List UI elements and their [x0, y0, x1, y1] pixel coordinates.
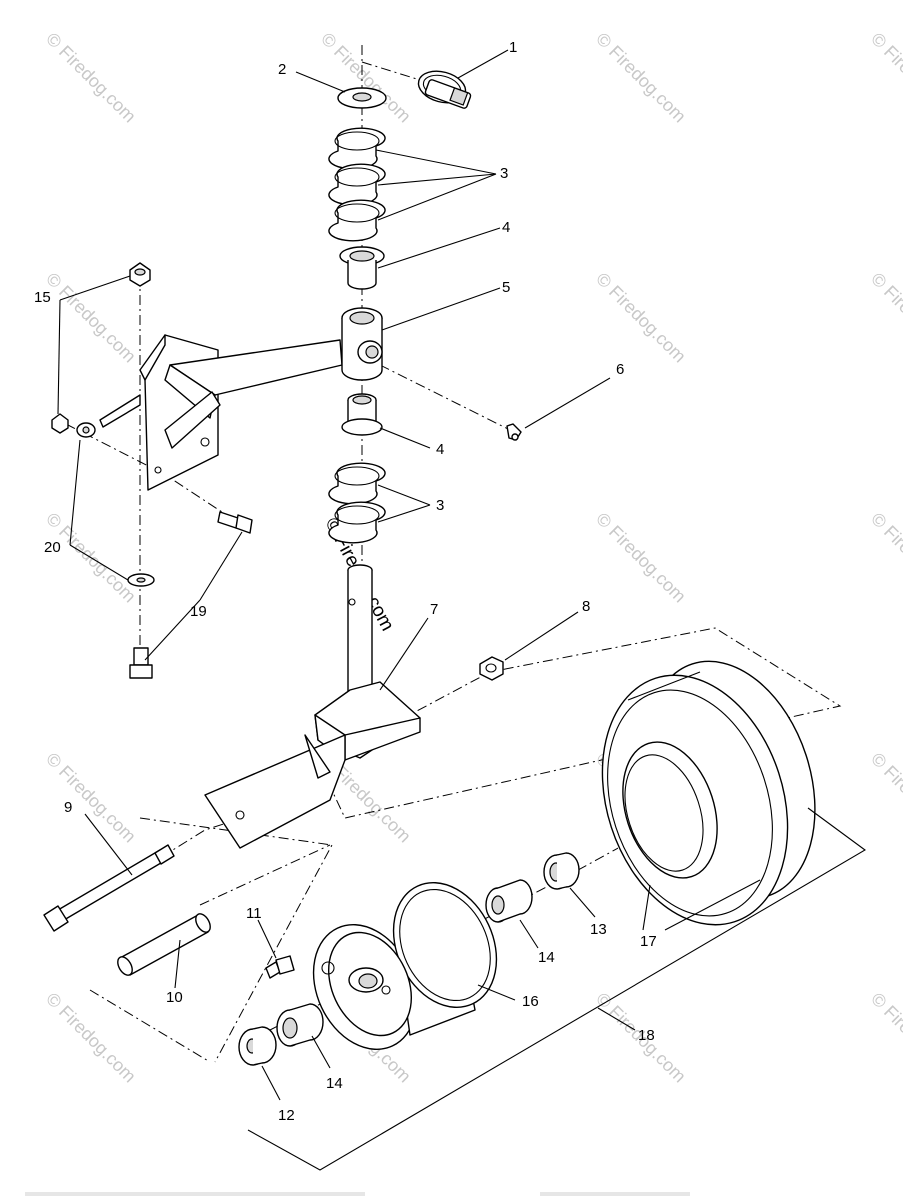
part-spacer-clips-lower: [328, 462, 386, 544]
callout-20: 20: [44, 539, 61, 556]
part-spacer-clips-upper: [328, 127, 386, 242]
callout-3-lower: 3: [436, 497, 444, 514]
callout-14-lower: 14: [326, 1075, 343, 1092]
watermark: © Firedog.com: [42, 269, 140, 367]
part-roller-bearing-lower: [276, 1003, 324, 1047]
watermark: © Firedog.com: [867, 509, 903, 607]
watermark: © Firedog.com: [867, 29, 903, 127]
callout-3-upper: 3: [500, 165, 508, 182]
callout-labels: 1 2 3 4 5 6 4 3 7 8 9 10 11 12 13 14 14 …: [34, 39, 657, 1124]
part-mounting-bracket: [99, 334, 343, 491]
watermark: © Firedog.com: [592, 509, 690, 607]
callout-10: 10: [166, 989, 183, 1006]
callout-11: 11: [246, 905, 262, 922]
part-roller-bearing-upper: [485, 879, 533, 923]
part-bushing-lower: [341, 393, 383, 436]
footer-strip: [25, 1192, 690, 1196]
part-flat-washer: [337, 87, 387, 109]
callout-6: 6: [616, 361, 624, 378]
callout-19: 19: [190, 603, 207, 620]
callout-4-upper: 4: [502, 219, 510, 236]
callout-17: 17: [640, 933, 657, 950]
part-seal-upper: [543, 852, 580, 890]
callout-2: 2: [278, 61, 286, 78]
watermark: © Firedog.com: [867, 749, 903, 847]
callout-12: 12: [278, 1107, 295, 1124]
watermark: © Firedog.com: [42, 29, 140, 127]
callout-13: 13: [590, 921, 607, 938]
watermark: © Firedog.com: [317, 29, 415, 127]
watermark: © Firedog.com: [42, 749, 140, 847]
part-bushing-upper: [339, 246, 385, 290]
part-wheel-hub: [312, 881, 498, 1051]
callout-9: 9: [64, 799, 72, 816]
part-seal: [238, 1026, 277, 1066]
callout-16: 16: [522, 993, 539, 1010]
callout-1: 1: [509, 39, 517, 56]
part-hex-nut: [479, 656, 504, 681]
watermark: © Firedog.com: [867, 989, 903, 1087]
callout-4-lower: 4: [436, 441, 444, 458]
callout-18: 18: [638, 1027, 655, 1044]
part-wheel-fork: [204, 564, 421, 849]
watermark: © Firedog.com: [42, 989, 140, 1087]
part-lynch-pin: [417, 70, 472, 109]
callout-14-upper: 14: [538, 949, 555, 966]
part-grease-fitting: [506, 423, 522, 441]
part-wheel-grease-fitting: [265, 955, 295, 979]
watermark: © Firedog.com: [867, 269, 903, 367]
leader-lines: [57, 49, 866, 1171]
part-tire: [601, 660, 816, 931]
part-spacer-tube: [117, 913, 211, 976]
callout-7: 7: [430, 601, 438, 618]
watermark: © Firedog.com: [592, 29, 690, 127]
callout-15: 15: [34, 289, 51, 306]
part-spindle-housing: [341, 307, 383, 381]
callout-8: 8: [582, 598, 590, 615]
callout-5: 5: [502, 279, 510, 296]
watermark: © Firedog.com: [592, 269, 690, 367]
part-axle-bolt: [43, 844, 175, 932]
